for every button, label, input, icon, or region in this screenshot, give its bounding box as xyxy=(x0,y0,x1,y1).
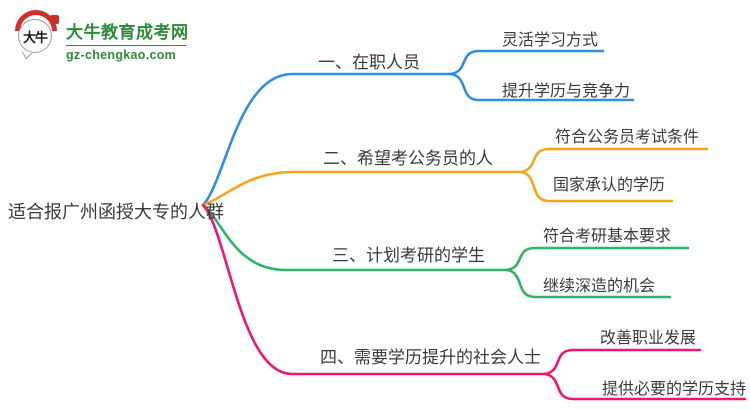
branch-2-child-1-curve xyxy=(519,147,709,174)
logo-red-seal xyxy=(50,15,59,24)
mindmap-root-node: 适合报广州函授大专的人群 xyxy=(8,202,224,222)
daniu-bull-logo-icon: 大牛 xyxy=(6,1,66,61)
branch-3-child-2-label: 继续深造的机会 xyxy=(543,278,656,295)
logo-bubble-text: 大牛 xyxy=(22,29,48,45)
branch-3-label: 三、计划考研的学生 xyxy=(332,246,485,265)
branch-4-main-curve xyxy=(201,203,547,376)
branch-1-child-1-label: 灵活学习方式 xyxy=(502,32,599,49)
branch-3-child-2-curve xyxy=(505,268,672,299)
branch-4-child-2-label: 提供必要的学历支持 xyxy=(602,381,747,398)
branch-1-label: 一、在职人员 xyxy=(318,53,420,72)
branch-4-child-1-curve xyxy=(543,348,702,376)
branch-1-child-2-curve xyxy=(449,72,635,102)
branch-2-child-1-label: 符合公务员考试条件 xyxy=(555,129,700,146)
branch-3-main-curve xyxy=(201,203,509,272)
site-domain: gz-chengkao.com xyxy=(66,48,177,62)
branch-2-child-2-label: 国家承认的学历 xyxy=(553,177,666,194)
branch-2-main-curve xyxy=(201,170,523,207)
branch-3-child-1-curve xyxy=(505,246,690,272)
branch-1-child-1-curve xyxy=(449,49,605,76)
branch-2-child-2-curve xyxy=(519,170,674,203)
site-name: 大牛教育成考网 xyxy=(66,23,189,42)
logo-divider xyxy=(66,45,186,46)
branch-4-label: 四、需要学历提升的社会人士 xyxy=(320,348,541,367)
branch-4-child-2-curve xyxy=(543,372,747,401)
branch-1-child-2-label: 提升学历与竞争力 xyxy=(502,83,631,100)
logo-text-block: 大牛教育成考网 gz-chengkao.com xyxy=(66,10,189,62)
site-logo[interactable]: 大牛 大牛教育成考网 gz-chengkao.com xyxy=(6,1,189,62)
branch-3-child-1-label: 符合考研基本要求 xyxy=(543,228,672,245)
branch-1-main-curve xyxy=(201,72,453,207)
branch-2-label: 二、希望考公务员的人 xyxy=(323,149,493,168)
branch-4-child-1-label: 改善职业发展 xyxy=(600,330,697,347)
logo-speech-bubble: 大牛 xyxy=(18,19,52,53)
